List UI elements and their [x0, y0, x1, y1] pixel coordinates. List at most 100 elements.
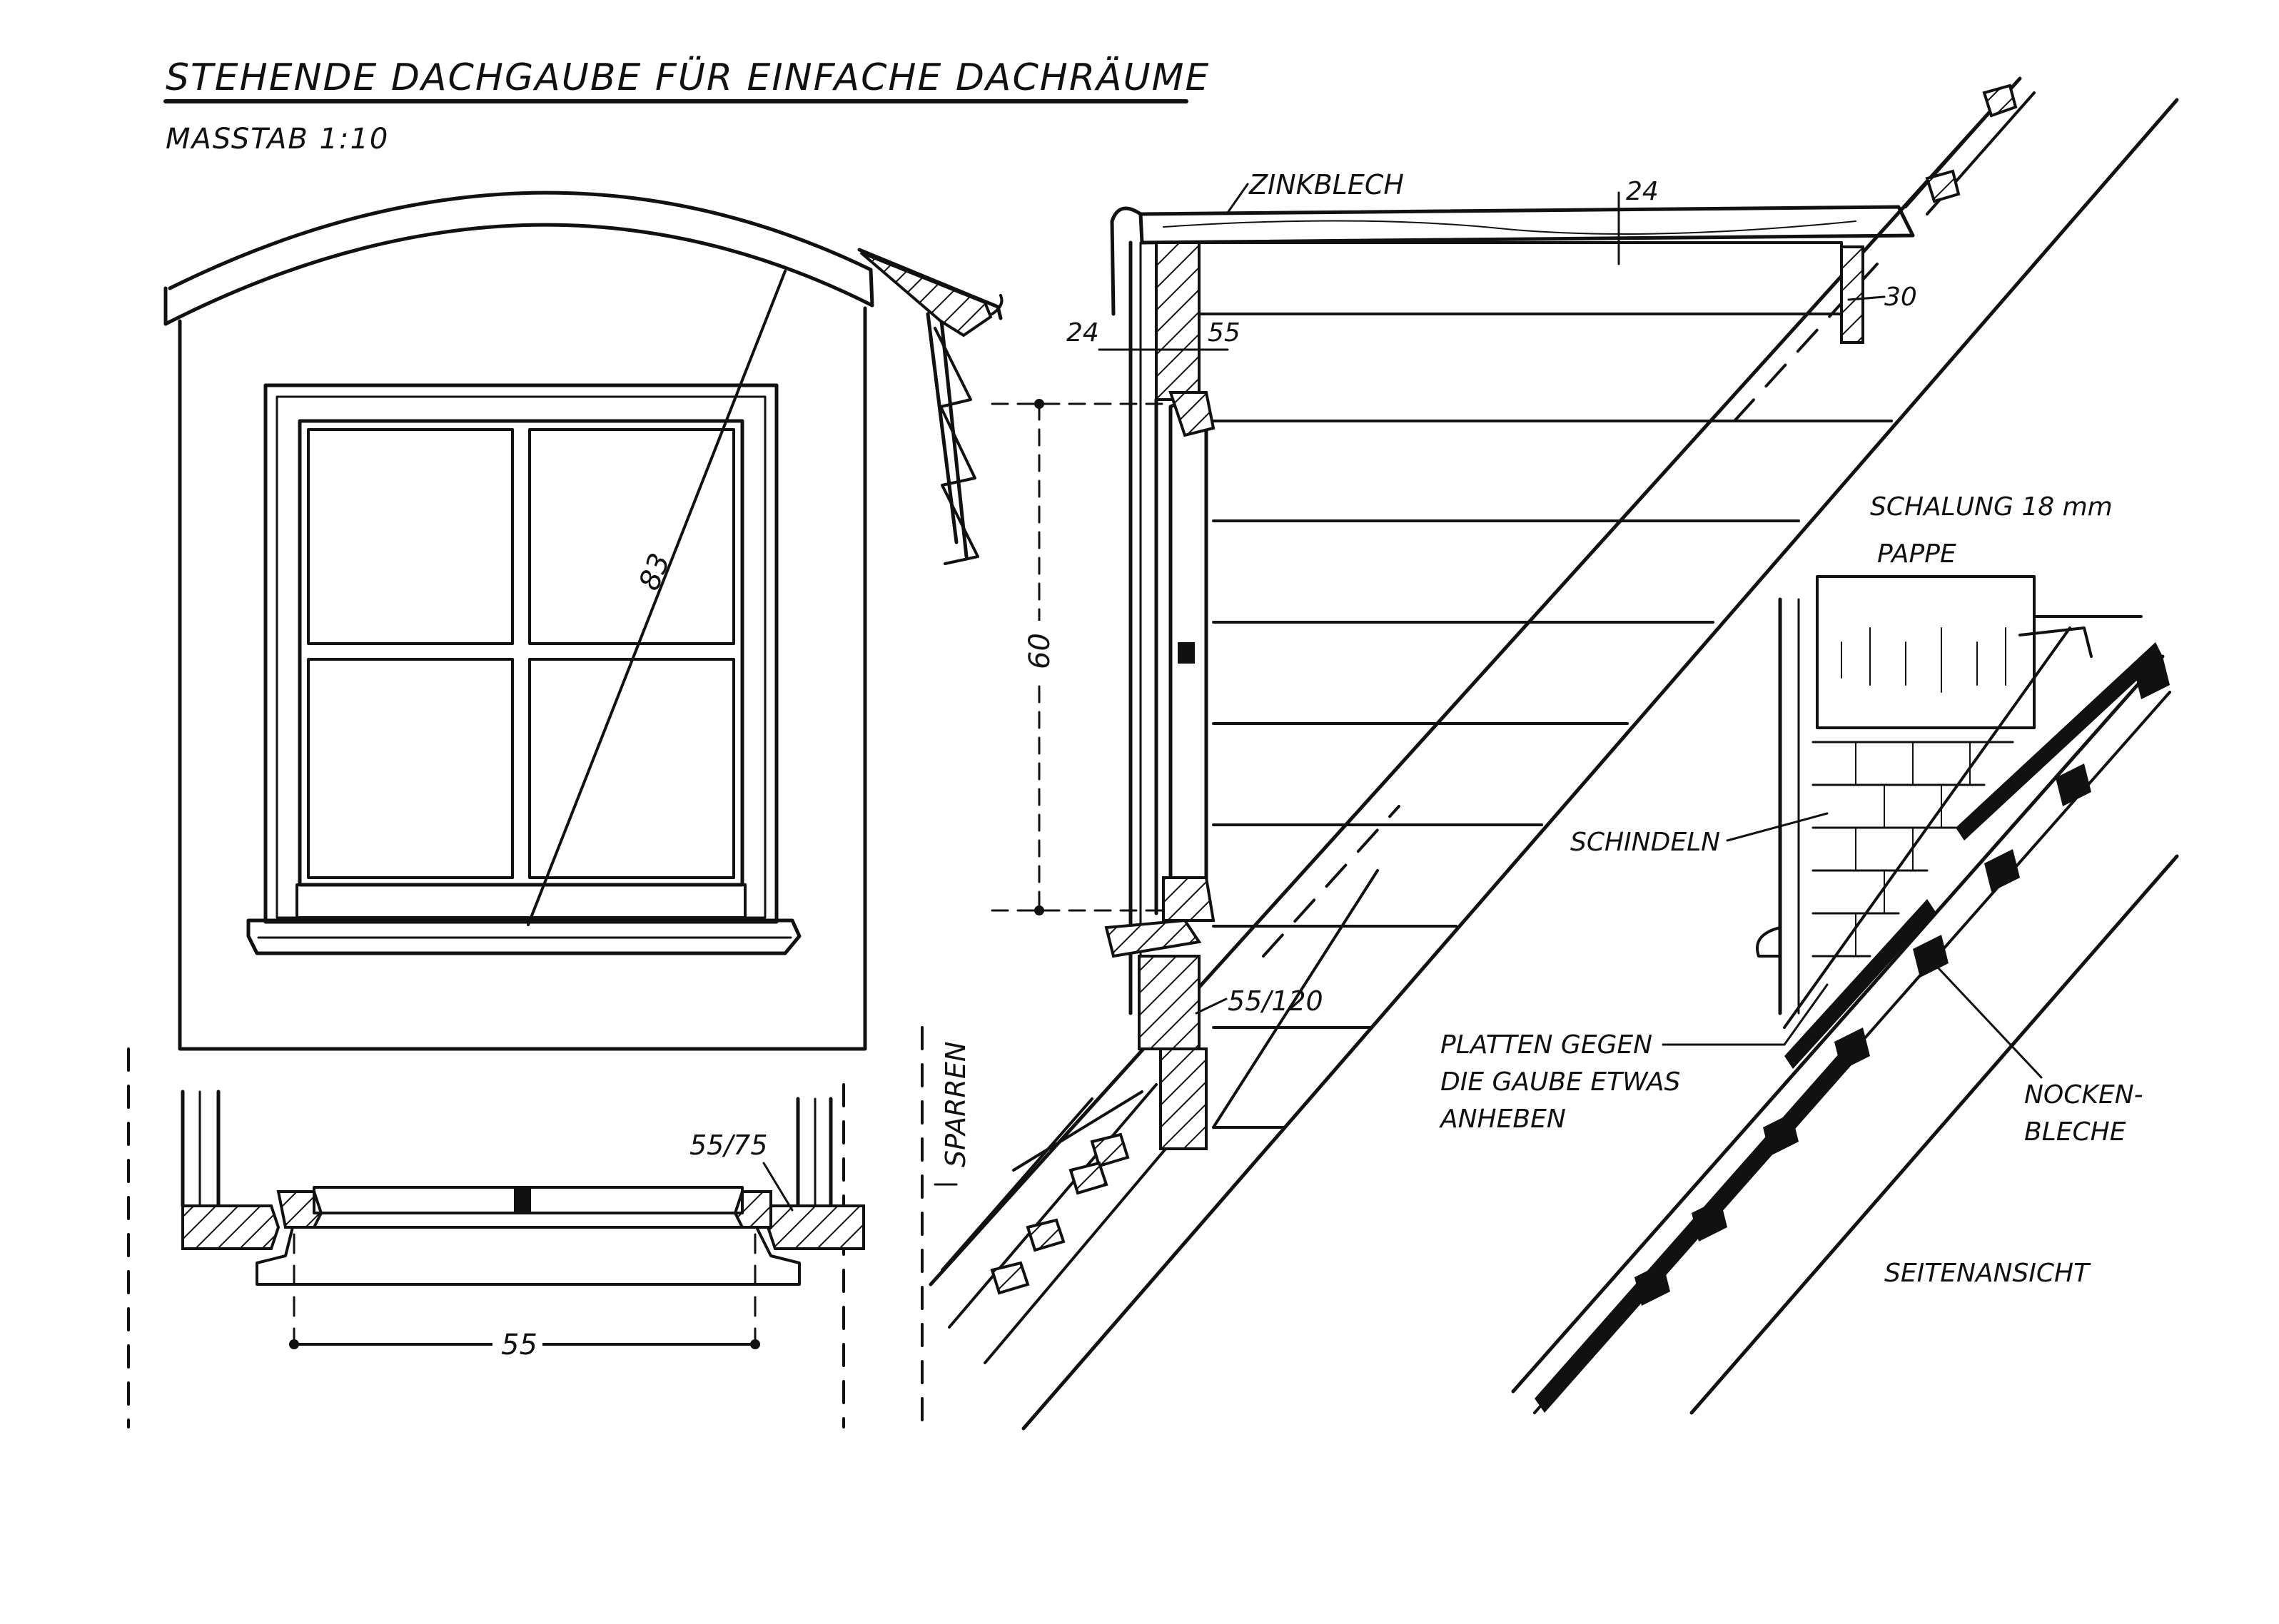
- slate-plate-3: [1984, 849, 2020, 892]
- slate-strip-upper: [1956, 642, 2163, 841]
- plan-post-left: [181, 1204, 281, 1250]
- nocken-label-line-2: BLECHE: [2024, 1117, 2126, 1147]
- window-sill: [246, 918, 802, 955]
- dim-30-leader: [1847, 295, 1886, 301]
- roof-dashed-lower: [1262, 805, 1400, 958]
- dim-60-tick-bottom: [1034, 905, 1044, 915]
- dim-24-top-label: 24: [1626, 177, 1659, 206]
- zinkblech-hook: [1110, 206, 1143, 316]
- dormer-roof-grain: [1163, 220, 1856, 235]
- dim-55-top-label: 55: [1208, 318, 1240, 347]
- eave-hook: [991, 294, 1004, 315]
- drawing-title: STEHENDE DACHGAUBE FÜR EINFACHE DACHRÄUM…: [166, 56, 1210, 99]
- slate-plate-4: [1913, 935, 1949, 978]
- platten-leader-2: [1783, 983, 1829, 1046]
- window-sill-section: [1104, 918, 1202, 958]
- dim-55-75-leader: [762, 1162, 794, 1212]
- window-outer-frame: [263, 383, 779, 924]
- sparren-label: SPARREN: [940, 1042, 971, 1167]
- roof-tile-upper-1: [1982, 83, 2018, 118]
- schindeln-label: SCHINDELN: [1570, 828, 1720, 857]
- eave-sidewall-shingles: [934, 327, 979, 565]
- plan-frame-right: [733, 1190, 772, 1229]
- gable-arch-outer: [163, 223, 874, 326]
- dim-55-120-leader: [1195, 998, 1228, 1015]
- window-pane-top-right: [528, 428, 735, 645]
- window-frame-mid-dot: [1178, 642, 1195, 664]
- dim-55-120-label: 55/120: [1228, 985, 1323, 1017]
- roof-tile-lower-2: [1068, 1161, 1108, 1195]
- dim-24-left-label: 24: [1066, 318, 1099, 347]
- plan-dim-label-bg: [492, 1327, 542, 1361]
- slope-flashing: [2018, 626, 2093, 658]
- schindeln-leader: [1726, 812, 1829, 842]
- platten-label-line-1: PLATTEN GEGEN: [1440, 1030, 1652, 1060]
- plan-section: 55 55/75 SPARREN: [127, 1026, 971, 1428]
- pappe-label: PAPPE: [1877, 539, 1956, 569]
- roof-diag-outer: [1021, 98, 2179, 1431]
- window-pane-bottom-left: [307, 658, 514, 879]
- plan-mullion: [514, 1187, 531, 1213]
- slope-line-3: [1689, 854, 2179, 1415]
- slate-strip-lower: [1535, 1035, 1866, 1413]
- nocken-label-line-1: NOCKEN-: [2024, 1080, 2143, 1110]
- side-view-detail: SCHALUNG 18 mm PAPPE SCHINDELN PLAT: [1439, 492, 2179, 1415]
- plan-dim-tick-right: [750, 1339, 760, 1349]
- roof-tile-lower-3: [1026, 1218, 1066, 1252]
- eave-shingles: [859, 251, 993, 338]
- gable-arch-inner: [168, 191, 873, 290]
- front-elevation: 83: [163, 191, 1004, 1051]
- window-drip-board: [295, 883, 747, 919]
- side-drip: [1756, 926, 1782, 958]
- schalung-label: SCHALUNG 18 mm: [1870, 492, 2113, 522]
- dim-60-label: 60: [1024, 633, 1056, 669]
- window-frame-top-piece: [1168, 391, 1216, 437]
- slate-strip-mid: [1784, 899, 1936, 1069]
- roof-diag-rafter: [948, 1083, 1158, 1329]
- slope-line-4: [1783, 626, 2071, 1029]
- dim-83-label: 83: [633, 549, 677, 594]
- roof-tile-upper-2: [1925, 169, 1961, 203]
- scale-label: MASSTAB 1:10: [166, 123, 389, 156]
- window-frame-inner: [276, 395, 767, 919]
- lower-beam-1: [1138, 955, 1201, 1050]
- dim-55-bottom-label: 55: [501, 1329, 537, 1361]
- window-frame-bottom-piece: [1162, 876, 1216, 922]
- plan-frame-left: [276, 1190, 323, 1229]
- dormer-header-right: [1840, 245, 1864, 344]
- cross-section: ZINKBLECH 24 30 24 55 55/1: [929, 76, 2179, 1431]
- gable-wall-outline: [178, 306, 867, 1051]
- roof-tile-lower-1: [1090, 1132, 1130, 1168]
- plan-sill: [256, 1226, 801, 1286]
- roof-tile-lower-4: [990, 1261, 1030, 1295]
- diagonal-dimension-line: [527, 270, 787, 926]
- window-pane-top-left: [307, 428, 514, 645]
- sheathing-block: [1816, 575, 2036, 729]
- roof-dashed-upper: [1733, 263, 1879, 422]
- platten-label-line-2: DIE GAUBE ETWAS: [1440, 1067, 1680, 1097]
- gable-arch-right-cap: [869, 268, 874, 308]
- roof-diag-inner: [929, 76, 2022, 1286]
- dim-60-tick-top: [1034, 399, 1044, 409]
- title-block: STEHENDE DACHGAUBE FÜR EINFACHE DACHRÄUM…: [163, 56, 1210, 156]
- plan-casement: [313, 1186, 744, 1214]
- zinkblech-label: ZINKBLECH: [1248, 169, 1404, 201]
- sheathing-grain: [1841, 627, 2006, 693]
- dormer-header-left: [1155, 241, 1201, 401]
- slope-line-1: [1511, 654, 2165, 1394]
- plan-post-right: [767, 1204, 865, 1250]
- dormer-roof-board: [1138, 205, 1915, 245]
- nocken-leader: [1926, 955, 2043, 1079]
- lower-beam-2: [1159, 1047, 1208, 1150]
- roof-tiles-lower-outline: [941, 1090, 1143, 1272]
- platten-label-line-3: ANHEBEN: [1439, 1105, 1566, 1134]
- roof-inner-line: [1212, 869, 1379, 1129]
- dim-30-label: 30: [1884, 283, 1917, 312]
- roof-diag-rafter-2: [984, 1133, 1179, 1364]
- plan-dim-tick-left: [289, 1339, 299, 1349]
- dim-60-label-bg: [1021, 621, 1056, 685]
- zinkblech-leader: [1226, 183, 1249, 214]
- dormer-header-board: [1198, 241, 1843, 315]
- dim-55-75-label: 55/75: [689, 1130, 768, 1161]
